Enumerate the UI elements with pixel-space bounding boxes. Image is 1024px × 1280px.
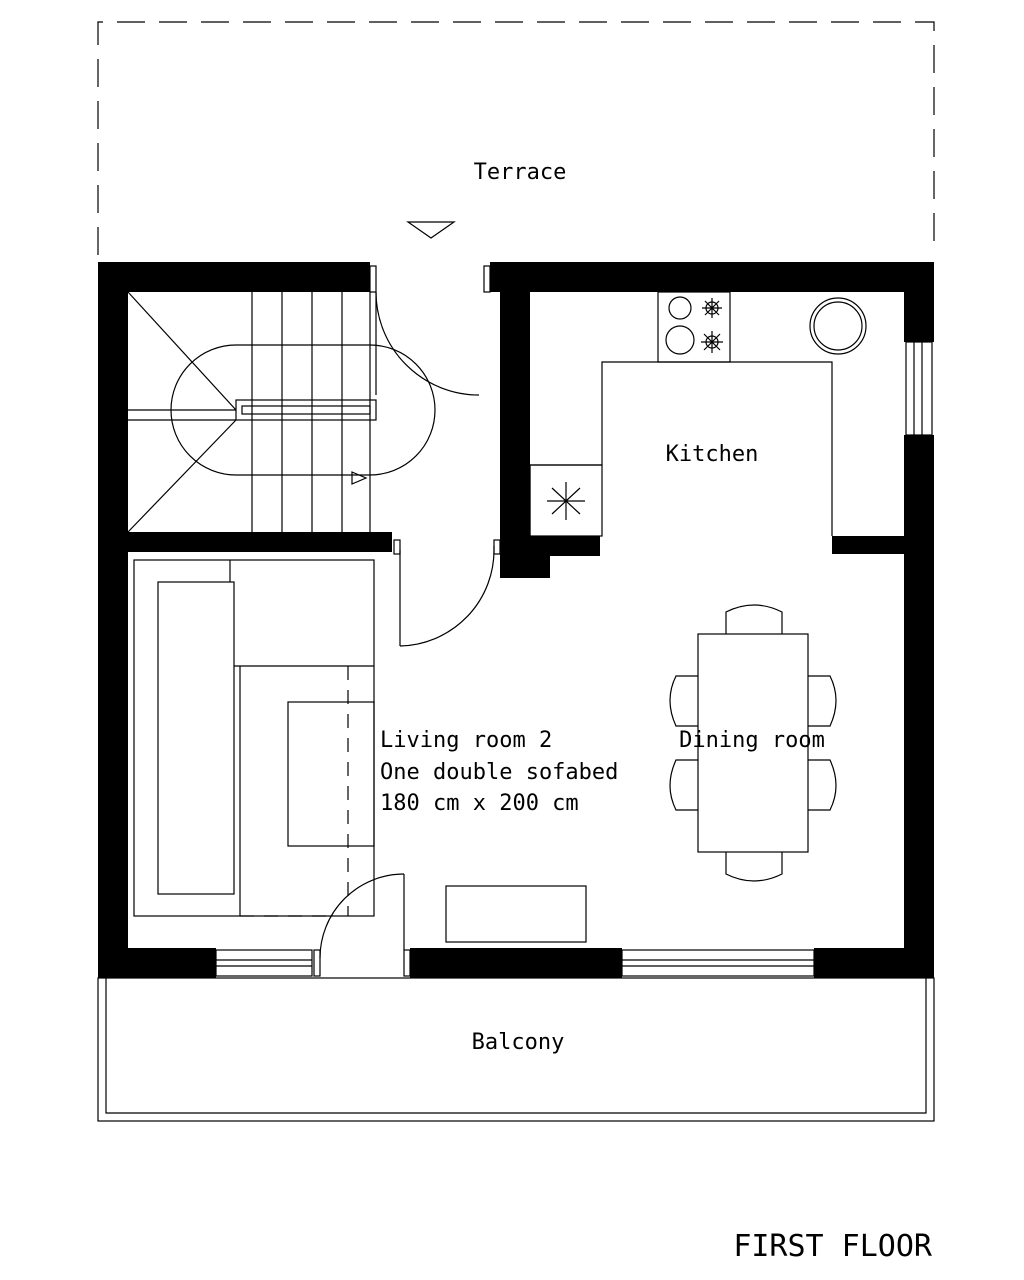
walls [98, 262, 934, 978]
sofabed [133, 559, 587, 943]
terrace-outline [97, 21, 935, 255]
stair-direction-arrow-icon [351, 471, 368, 485]
balcony-outline [97, 977, 935, 1122]
windows [215, 341, 933, 977]
dining-room-label: Dining room [679, 728, 825, 753]
balcony-label: Balcony [472, 1030, 565, 1055]
kitchen-fixtures [529, 291, 867, 537]
entry-arrow-icon [406, 221, 456, 239]
kitchen-label: Kitchen [666, 442, 759, 467]
living-room-label: Living room 2 [380, 728, 552, 753]
sofabed-size-label: 180 cm x 200 cm [380, 791, 579, 816]
sofabed-label: One double sofabed [380, 760, 618, 785]
floor-title: FIRST FLOOR [733, 1229, 933, 1264]
doors [313, 265, 501, 977]
dining-table [669, 604, 837, 882]
terrace-label: Terrace [474, 160, 567, 185]
staircase [127, 291, 436, 533]
